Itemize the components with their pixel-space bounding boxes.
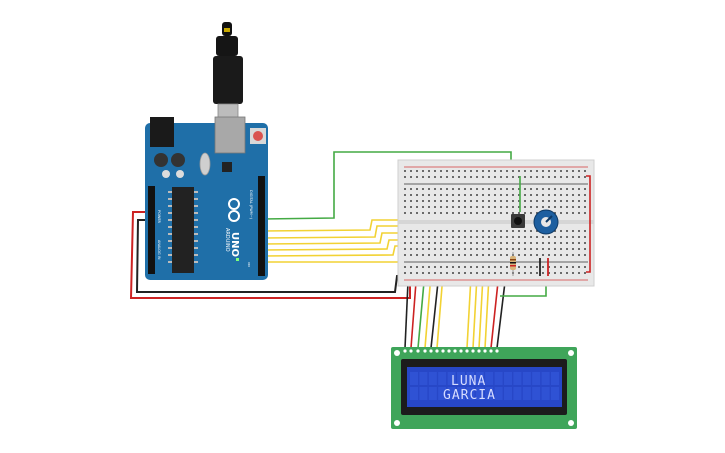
usb-plug-icon — [213, 56, 243, 104]
lcd-char-cell — [532, 387, 541, 400]
dc-power-jack — [150, 117, 174, 147]
digital-label: DIGITAL (PWM~) — [249, 190, 253, 220]
lcd-header-pins — [403, 349, 499, 353]
capacitor-2 — [171, 153, 185, 167]
usb-jack — [214, 116, 246, 154]
lcd-char-cell — [541, 387, 550, 400]
lcd-wire-vo[interactable] — [417, 281, 425, 349]
power-analog-header — [148, 186, 155, 274]
mount-hole — [568, 350, 574, 356]
lcd-line-1: LUNA — [451, 374, 486, 389]
lcd-char-cell — [513, 387, 522, 400]
lcd-char-cell — [522, 372, 531, 385]
lcd-char-cell — [475, 372, 484, 385]
lcd-wire-rw[interactable] — [430, 281, 439, 349]
lcd-wire-vcc[interactable] — [410, 281, 417, 349]
mount-hole — [394, 420, 400, 426]
lcd-char-cell — [494, 387, 503, 400]
lcd-char-cell — [419, 387, 428, 400]
lcd-char-cell — [551, 372, 559, 385]
lcd-char-cell — [410, 387, 418, 400]
center-channel — [398, 220, 594, 224]
lcd-char-cell — [447, 372, 456, 385]
analog-label: ANALOG IN — [157, 240, 161, 260]
on-led-label: ON — [247, 262, 251, 267]
power-label: POWER — [157, 210, 161, 224]
wires — [129, 151, 547, 349]
on-led — [236, 258, 239, 261]
lcd-char-cell — [541, 372, 550, 385]
potentiometer[interactable] — [533, 209, 559, 235]
lcd-char-cell — [438, 387, 447, 400]
lcd-char-cell — [428, 372, 437, 385]
lcd-char-cell — [485, 372, 494, 385]
model-text: UNO — [229, 232, 240, 257]
lcd-16x2-module[interactable]: LUNA GARCIA — [391, 347, 577, 429]
lcd-char-cell — [466, 372, 475, 385]
rail-jumper — [586, 175, 591, 273]
reset-button[interactable] — [253, 131, 263, 141]
lcd-line-2: GARCIA — [443, 388, 496, 403]
lcd-character-cells — [410, 372, 559, 400]
breadboard[interactable] — [397, 159, 595, 287]
brand-text: ARDUINO — [224, 228, 230, 252]
lcd-char-cell — [551, 387, 559, 400]
mount-hole — [568, 420, 574, 426]
digital-header — [258, 176, 265, 276]
crystal-oscillator — [199, 152, 211, 176]
lcd-char-cell — [410, 372, 418, 385]
lcd-char-cell — [457, 387, 465, 400]
lcd-wire-a[interactable] — [490, 281, 499, 349]
lcd-char-cell — [504, 387, 512, 400]
lcd-char-cell — [447, 387, 456, 400]
pushbutton[interactable] — [511, 214, 525, 228]
atmega-chip — [172, 187, 194, 273]
mount-hole — [394, 350, 400, 356]
lcd-char-cell — [438, 372, 447, 385]
lcd-wire-gnd[interactable] — [404, 281, 409, 349]
lcd-char-cell — [494, 372, 503, 385]
lcd-char-cell — [475, 387, 484, 400]
lcd-char-cell — [457, 372, 465, 385]
lcd-char-cell — [513, 372, 522, 385]
lcd-char-cell — [428, 387, 437, 400]
lcd-char-cell — [522, 387, 531, 400]
lcd-char-cell — [485, 387, 494, 400]
lcd-char-cell — [504, 372, 512, 385]
arduino-logo — [228, 198, 240, 222]
capacitor-1 — [154, 153, 168, 167]
lcd-wire-k[interactable] — [496, 281, 506, 349]
arduino-uno-board[interactable]: ARDUINO UNO DIGITAL (PWM~) POWER ANALOG … — [145, 116, 268, 280]
red-power-wire[interactable] — [129, 211, 411, 299]
lcd-char-cell — [532, 372, 541, 385]
lcd-char-cell — [419, 372, 428, 385]
lcd-char-cell — [466, 387, 475, 400]
resistor[interactable] — [510, 252, 516, 276]
